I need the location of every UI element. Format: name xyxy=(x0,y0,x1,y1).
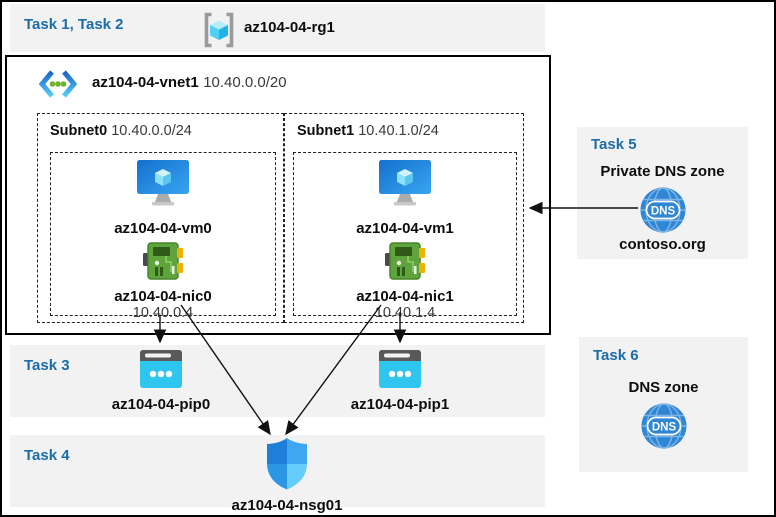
subnet0-name: Subnet0 xyxy=(50,123,108,139)
nic1-name: az104-04-nic1 xyxy=(356,288,454,305)
vm0-name: az104-04-vm0 xyxy=(114,220,212,237)
subnet0-cidr: 10.40.0.0/24 xyxy=(111,123,192,139)
task6-box: Task 6 DNS zone DNS xyxy=(579,337,748,472)
private-dns-zone-name: contoso.org xyxy=(619,236,706,253)
subnet0-title: Subnet0 10.40.0.0/24 xyxy=(50,123,192,139)
network-interface-icon xyxy=(385,242,425,285)
nsg-name: az104-04-nsg01 xyxy=(231,497,343,514)
dns-globe-icon: DNS xyxy=(640,187,686,238)
task4-label: Task 4 xyxy=(24,447,70,464)
nic0-name: az104-04-nic0 xyxy=(114,288,212,305)
resource-group-name: az104-04-rg1 xyxy=(244,19,335,36)
dns-icon-text: DNS xyxy=(650,206,675,218)
task3-label: Task 3 xyxy=(24,357,70,374)
subnet1-cidr: 10.40.1.0/24 xyxy=(358,123,439,139)
nsg-group: az104-04-nsg01 xyxy=(217,437,357,514)
subnet1-name: Subnet1 xyxy=(297,123,355,139)
public-ip-icon xyxy=(379,350,421,393)
vnet-cidr: 10.40.0.0/20 xyxy=(203,74,287,91)
vnet-title: az104-04-vnet1 10.40.0.0/20 xyxy=(92,74,287,92)
network-interface-icon xyxy=(143,242,183,285)
vm1-name: az104-04-vm1 xyxy=(356,220,454,237)
dns-globe-icon: DNS xyxy=(641,403,687,454)
task1-task2-label: Task 1, Task 2 xyxy=(24,16,124,33)
dns-icon-text: DNS xyxy=(651,422,676,434)
virtual-machine-icon xyxy=(379,160,431,211)
virtual-network-icon xyxy=(38,68,78,105)
subnet0-box: Subnet0 10.40.0.0/24 xyxy=(37,113,284,323)
subnet1-box: Subnet1 10.40.1.0/24 xyxy=(284,113,524,323)
task1-task2-band: Task 1, Task 2 az104-04-rg1 xyxy=(10,4,545,52)
dns-zone-title: DNS zone xyxy=(628,379,699,396)
vnet-box: az104-04-vnet1 10.40.0.0/20 Subnet0 10.4… xyxy=(5,55,551,335)
subnet1-title: Subnet1 10.40.1.0/24 xyxy=(297,123,439,139)
task4-band: Task 4 az104-04-nsg01 xyxy=(10,435,545,514)
nic0-ip: 10.40.0.4 xyxy=(132,305,194,321)
public-ip-icon xyxy=(140,350,182,393)
task5-box: Task 5 Private DNS zone DNS contoso.org xyxy=(577,127,748,259)
private-dns-zone-title: Private DNS zone xyxy=(600,163,725,180)
virtual-machine-icon xyxy=(137,160,189,211)
nsg-shield-icon xyxy=(265,437,309,496)
pip1-name: az104-04-pip1 xyxy=(350,396,450,413)
task6-label: Task 6 xyxy=(593,347,639,364)
resource-group-icon xyxy=(202,11,236,54)
pip1-group: az104-04-pip1 xyxy=(330,350,470,413)
nic1-ip: 10.40.1.4 xyxy=(374,305,436,321)
pip0-group: az104-04-pip0 xyxy=(91,350,231,413)
task3-band: Task 3 az104-04-pip0 xyxy=(10,345,545,417)
subnet0-vm-group: az104-04-vm0 az104-04- xyxy=(50,152,276,321)
subnet1-vm-group: az104-04-vm1 az104-04- xyxy=(293,152,517,321)
vnet-name: az104-04-vnet1 xyxy=(92,74,199,91)
pip0-name: az104-04-pip0 xyxy=(111,396,211,413)
task5-label: Task 5 xyxy=(591,136,637,153)
